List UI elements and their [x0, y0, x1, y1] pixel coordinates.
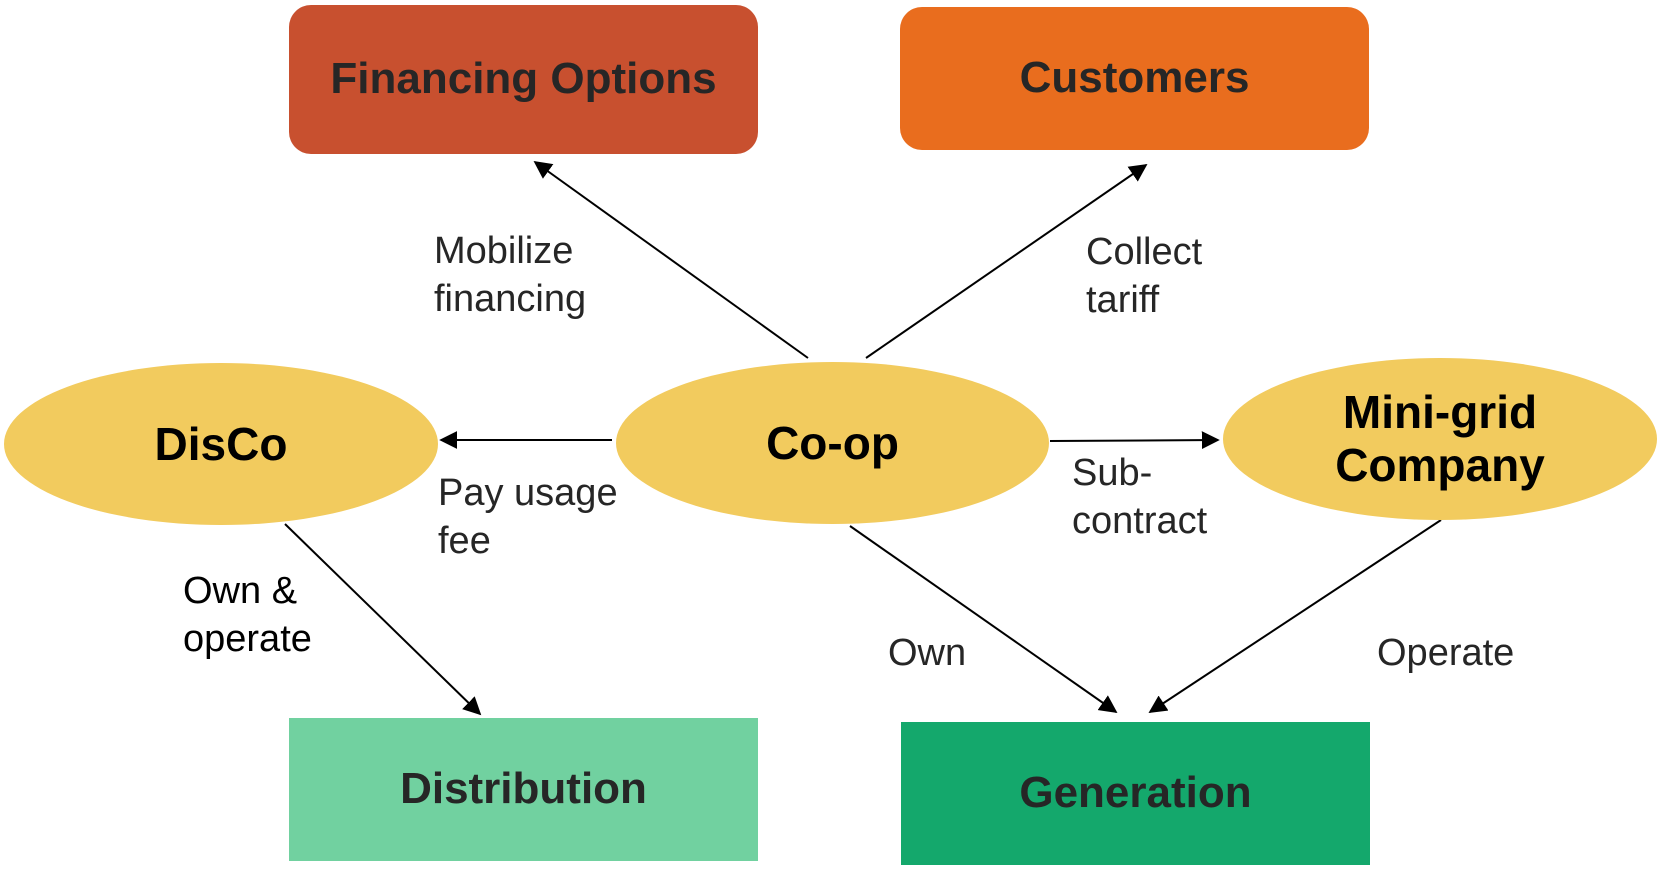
financing-options-label: Financing Options: [330, 54, 717, 104]
customers-label: Customers: [1019, 53, 1250, 103]
arrow-disco-to-distribution: [284, 523, 482, 716]
disco-ellipse: DisCo: [4, 363, 438, 525]
collect-tariff-label: Collect tariff: [1086, 231, 1203, 321]
customers-box: Customers: [900, 7, 1369, 150]
own-label: Own: [888, 632, 967, 674]
arrow-coop-to-generation: [849, 525, 1118, 714]
distribution-box: Distribution: [289, 718, 758, 861]
arrow-coop-to-financing: [533, 160, 809, 359]
subcontract-label: Sub- contract: [1072, 452, 1208, 542]
mobilize-financing-label: Mobilize financing: [434, 230, 587, 320]
arrow-coop-to-minigrid: [1049, 431, 1220, 450]
coop-ellipse: Co-op: [616, 362, 1049, 524]
generation-box: Generation: [901, 722, 1370, 865]
financing-options-box: Financing Options: [289, 5, 758, 154]
own-and-operate-label: Own & operate: [183, 570, 312, 660]
disco-label: DisCo: [154, 417, 288, 470]
arrow-coop-to-customers: [865, 163, 1148, 359]
generation-label: Generation: [1019, 768, 1252, 818]
coop-label: Co-op: [766, 416, 899, 469]
arrow-minigrid-to-generation: [1148, 519, 1442, 713]
operate-label: Operate: [1377, 632, 1515, 674]
minigrid-company-label: Mini-grid Company: [1335, 386, 1545, 491]
distribution-label: Distribution: [400, 764, 647, 814]
pay-usage-fee-label: Pay usage fee: [438, 472, 618, 562]
minigrid-company-ellipse: Mini-grid Company: [1223, 358, 1657, 520]
